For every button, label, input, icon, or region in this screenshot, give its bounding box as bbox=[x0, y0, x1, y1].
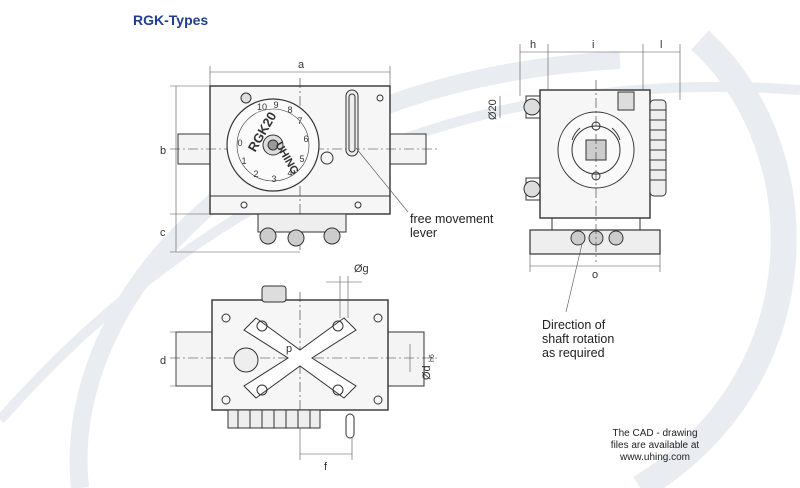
dim-h: h bbox=[530, 39, 536, 51]
side-view bbox=[499, 44, 681, 313]
cad-note-line: The CAD - drawing bbox=[612, 428, 698, 439]
page-title: RGK-Types bbox=[133, 12, 209, 28]
callout-line: Direction of bbox=[542, 318, 606, 332]
dim-o: o bbox=[592, 269, 598, 281]
dim-dh: Ød bbox=[421, 365, 433, 380]
dial-number: 6 bbox=[303, 134, 308, 144]
dial-number: 10 bbox=[257, 102, 267, 112]
dim-a: a bbox=[298, 59, 305, 71]
dim-l: l bbox=[660, 39, 662, 51]
background-swirl bbox=[0, 30, 800, 488]
cad-note-line: files are available at bbox=[610, 440, 700, 451]
dial-numbers: 10 9 8 7 6 5 4 3 2 1 0 bbox=[237, 100, 308, 184]
dim-c: c bbox=[160, 227, 166, 239]
callout-direction: Direction of shaft rotation as required bbox=[542, 318, 614, 360]
dial-number: 2 bbox=[253, 169, 258, 179]
callout-line: shaft rotation bbox=[542, 332, 615, 346]
callout-free-movement: free movement lever bbox=[410, 212, 493, 240]
cad-note: The CAD - drawing files are available at… bbox=[600, 428, 710, 464]
dial-number: 5 bbox=[299, 154, 304, 164]
dimension-labels: a b c h i l o Øg d p f Ø20 Ød h6 bbox=[160, 39, 662, 473]
dial-number: 1 bbox=[241, 156, 246, 166]
dim-b: b bbox=[160, 145, 166, 157]
callout-line: lever bbox=[410, 226, 438, 240]
dim-p: p bbox=[286, 343, 292, 355]
top-view bbox=[170, 276, 440, 460]
dim-f: f bbox=[324, 461, 328, 473]
front-view bbox=[170, 66, 440, 253]
dial-number: 8 bbox=[287, 105, 292, 115]
callout-line: as required bbox=[542, 346, 605, 360]
dim-d20: Ø20 bbox=[487, 99, 499, 120]
callout-line: free movement bbox=[410, 212, 494, 226]
dim-g: Øg bbox=[354, 263, 369, 275]
dim-i: i bbox=[592, 39, 594, 51]
cad-note-link[interactable]: www.uhing.com bbox=[619, 452, 691, 463]
dial-number: 7 bbox=[297, 116, 302, 126]
dial-number: 4 bbox=[287, 168, 292, 178]
dim-dh-sub: h6 bbox=[429, 354, 436, 362]
dial-number: 0 bbox=[237, 138, 242, 148]
dial-number: 3 bbox=[271, 174, 276, 184]
dial-number: 9 bbox=[273, 100, 278, 110]
dim-d: d bbox=[160, 355, 166, 367]
